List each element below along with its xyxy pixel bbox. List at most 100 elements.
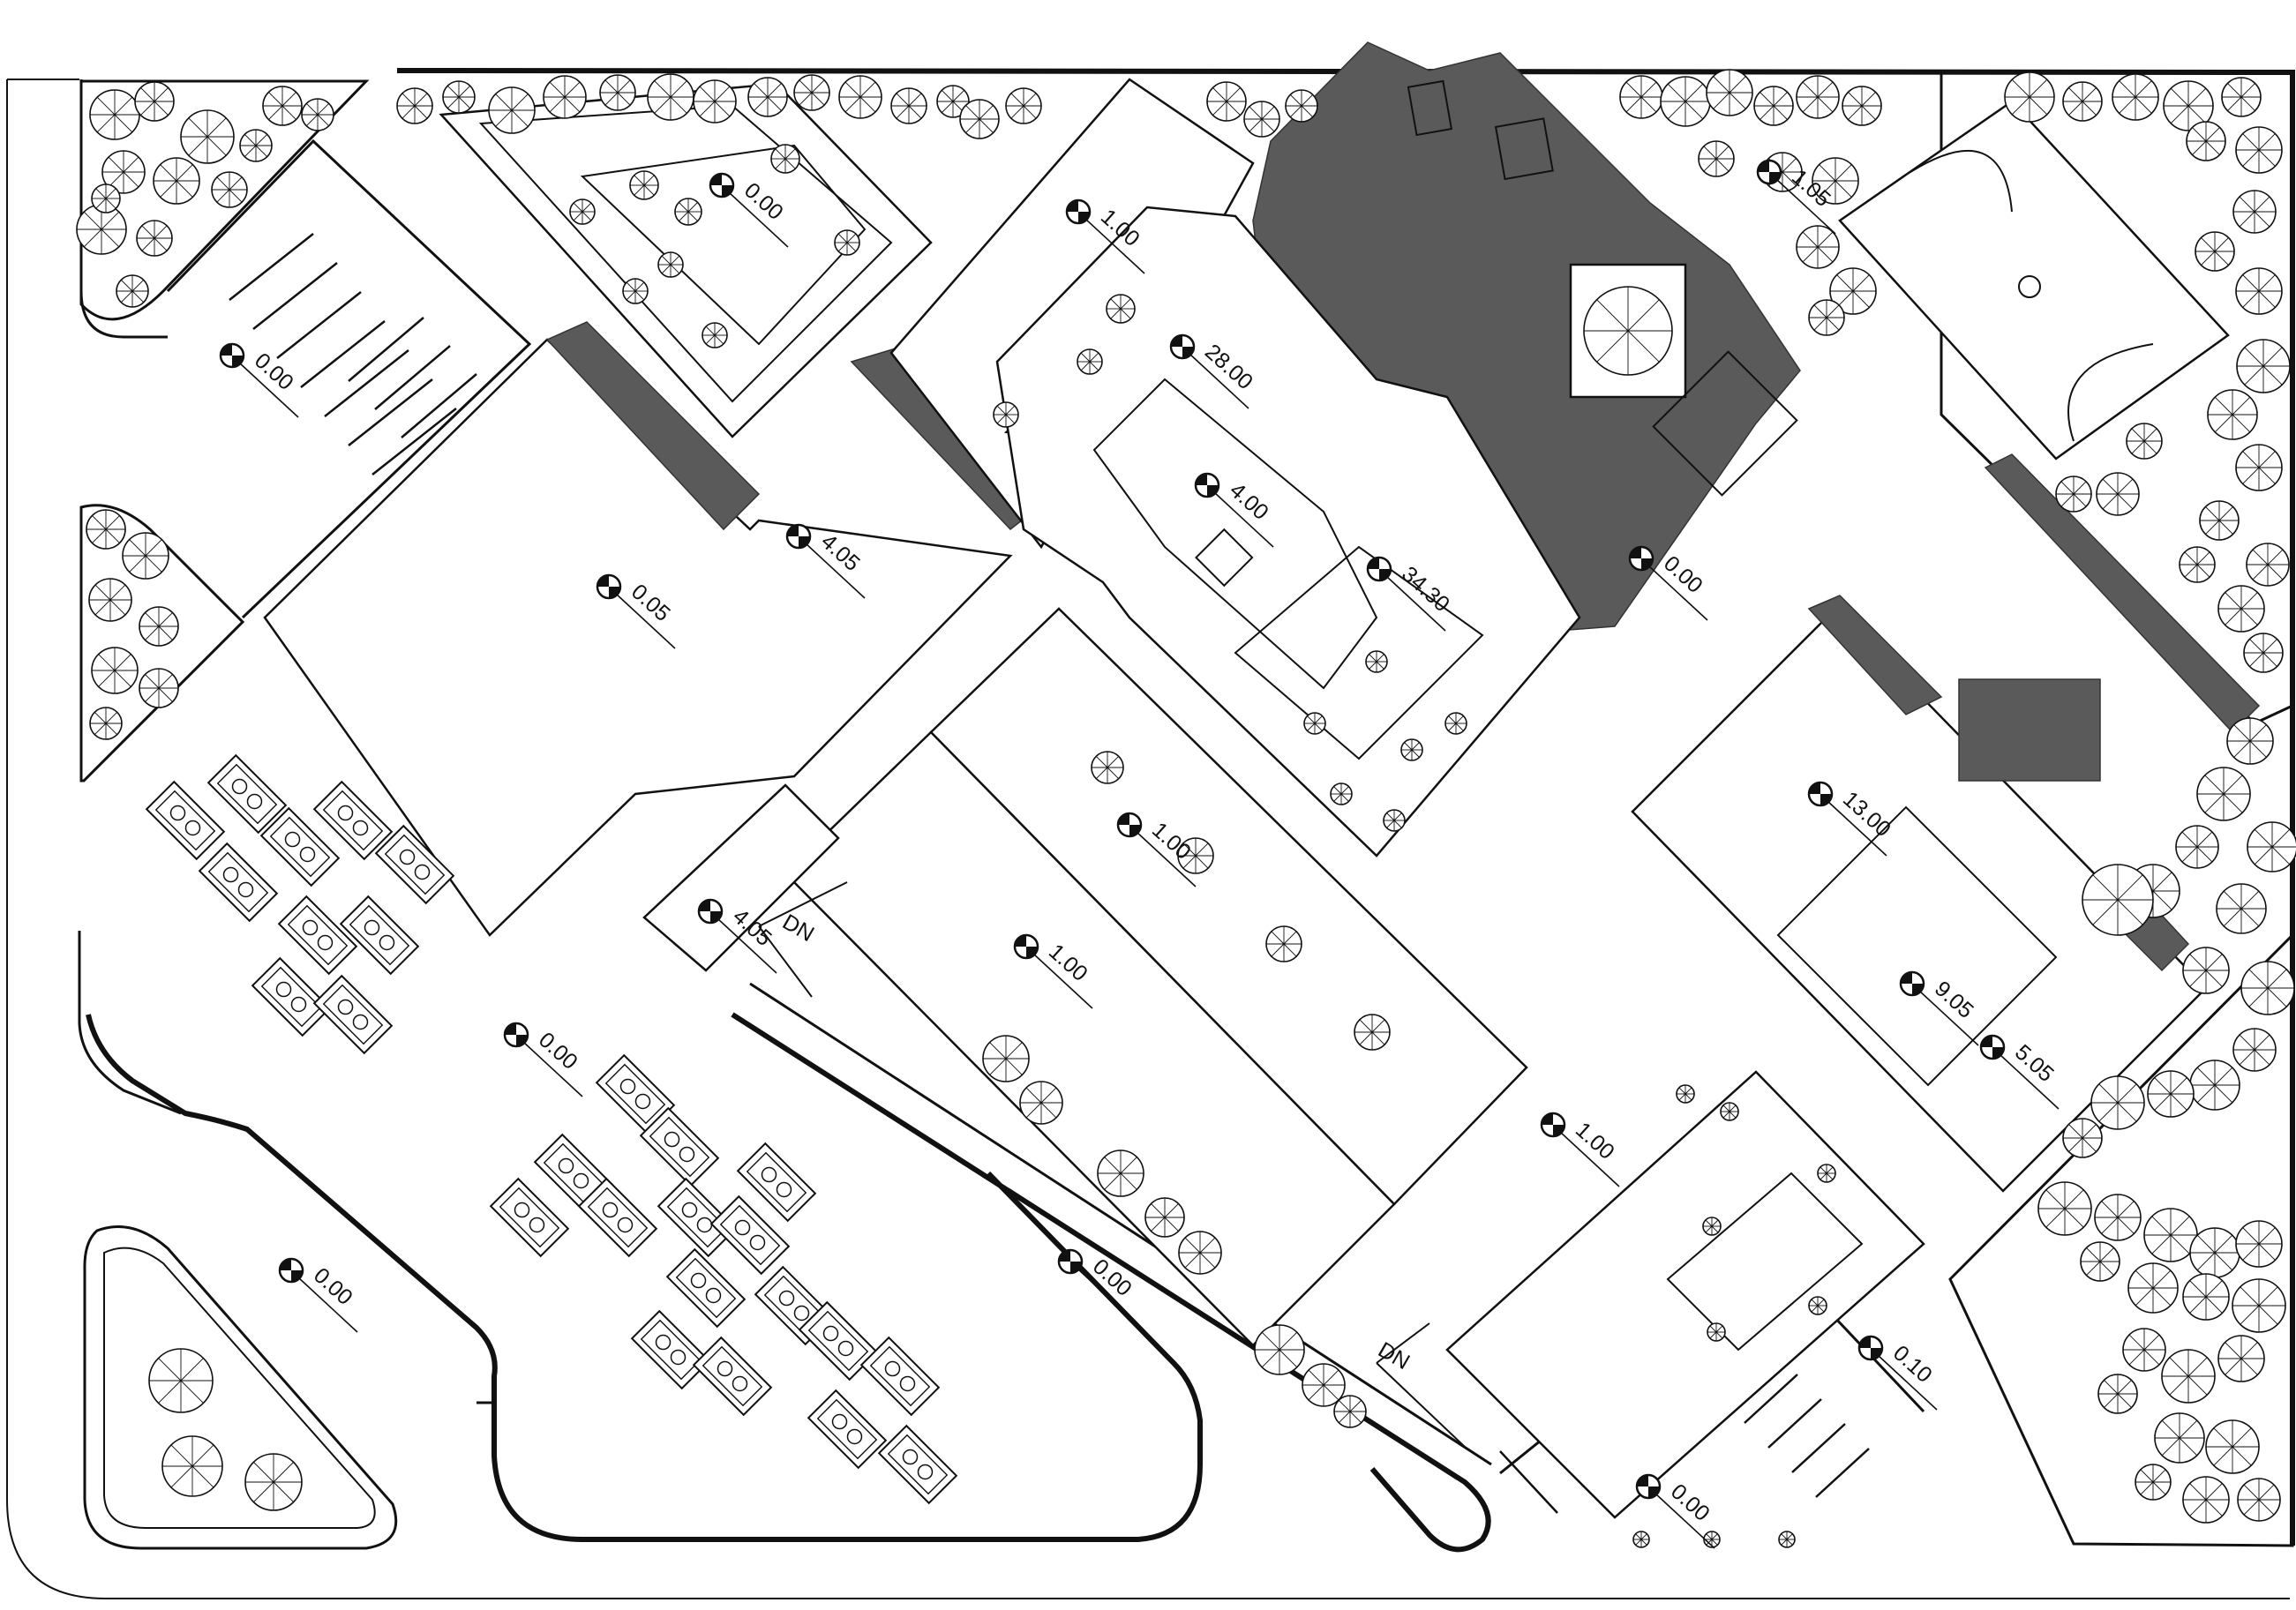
level-quadrant-icon: [1859, 1337, 1882, 1359]
tree-icon: [116, 274, 149, 308]
landscape-zone-sw-triangle: [83, 1225, 398, 1550]
tree-icon: [1778, 1531, 1796, 1548]
tree-icon: [1333, 1395, 1367, 1428]
tree-icon: [2097, 1374, 2138, 1414]
level-value: 0.00: [1666, 1479, 1714, 1526]
tree-icon: [1720, 1102, 1739, 1121]
tree-icon: [1702, 1217, 1722, 1236]
tree-icon: [2147, 1070, 2195, 1118]
tree-icon: [890, 87, 927, 124]
tree-icon: [2004, 71, 2055, 123]
tree-icon: [1808, 299, 1845, 336]
building-terraces: [995, 206, 1581, 857]
tree-icon: [993, 401, 1019, 428]
tree-icon: [2235, 267, 2283, 315]
level-value: 0.00: [1659, 551, 1707, 598]
tree-icon: [2217, 1335, 2265, 1382]
level-quadrant-icon: [1015, 935, 1038, 958]
tree-icon: [1829, 267, 1877, 315]
tree-icon: [1206, 81, 1247, 122]
level-quadrant-icon: [710, 174, 733, 197]
tree-icon: [1698, 140, 1735, 177]
parking-stall-line: [1815, 1448, 1870, 1498]
tree-icon: [134, 81, 175, 122]
tree-icon: [2195, 231, 2235, 272]
tree-icon: [1583, 286, 1673, 376]
building-south-entry: [1445, 1070, 1925, 1519]
tree-icon: [1177, 837, 1214, 874]
tree-icon: [1817, 1164, 1836, 1183]
tree-icon: [396, 87, 433, 124]
tree-icon: [2235, 126, 2283, 174]
tree-icon: [2196, 767, 2251, 821]
tree-icon: [2037, 1181, 2092, 1236]
level-marker: 0.00: [503, 1022, 583, 1097]
mass-east-pool: [1958, 678, 2101, 782]
tree-icon: [1632, 1531, 1650, 1548]
level-marker: 1.00: [1540, 1112, 1620, 1187]
level-marker: 0.00: [1057, 1248, 1137, 1324]
tree-icon: [770, 144, 800, 174]
tree-icon: [2062, 1118, 2103, 1158]
tree-icon: [139, 668, 179, 708]
tree-icon: [1330, 783, 1353, 805]
stair-label: DN: [1374, 1337, 1414, 1374]
tree-icon: [2235, 1220, 2283, 1268]
level-quadrant-icon: [1171, 335, 1194, 358]
tree-icon: [180, 109, 235, 164]
level-quadrant-icon: [1118, 813, 1141, 836]
level-quadrant-icon: [1809, 783, 1832, 805]
tree-icon: [2127, 1262, 2179, 1314]
parking-stall-line: [324, 349, 409, 417]
level-value: 0.00: [1088, 1254, 1137, 1301]
tree-icon: [2221, 77, 2262, 117]
tree-icon: [959, 99, 1000, 139]
parking-stall-line: [348, 378, 433, 446]
tree-icon: [2237, 1478, 2281, 1522]
tree-icon: [599, 74, 636, 111]
level-quadrant-icon: [1981, 1036, 2004, 1059]
tree-icon: [239, 129, 273, 162]
planter-box: [657, 1177, 738, 1258]
level-quadrant-icon: [1637, 1475, 1660, 1498]
tree-icon: [2247, 821, 2296, 872]
tree-icon: [1019, 1081, 1063, 1125]
tree-icon: [1808, 1296, 1827, 1315]
tree-icon: [2236, 339, 2291, 393]
parking-stall-line: [1499, 1450, 1558, 1514]
planter-box: [374, 824, 455, 905]
planter-box: [630, 1309, 711, 1390]
parking-stall-line: [1744, 1374, 1798, 1424]
tree-icon: [2179, 546, 2216, 583]
tree-icon: [2082, 864, 2154, 936]
tree-icon: [834, 229, 860, 256]
tree-icon: [747, 77, 788, 117]
tree-icon: [2096, 472, 2140, 516]
tree-icon: [2090, 1075, 2145, 1130]
tree-icon: [2216, 883, 2267, 934]
parking-stall-line: [300, 320, 386, 388]
tree-icon: [2189, 1227, 2240, 1278]
parking-stall-line: [348, 317, 424, 382]
tree-icon: [1106, 294, 1136, 324]
planter-box: [312, 974, 394, 1055]
tree-icon: [89, 707, 123, 740]
tree-icon: [982, 1035, 1030, 1082]
tree-icon: [2080, 1241, 2120, 1282]
tree-icon: [1302, 1363, 1346, 1407]
tree-icon: [1178, 1231, 1222, 1275]
tree-icon: [1444, 712, 1467, 735]
level-quadrant-icon: [221, 344, 244, 367]
tree-icon: [2126, 423, 2163, 460]
planter-box: [577, 1177, 658, 1258]
parking-stall-line: [1767, 1398, 1822, 1449]
stair-2: DN: [1374, 1322, 1466, 1448]
tree-icon: [442, 80, 476, 114]
parking-stall-line: [229, 233, 314, 301]
level-quadrant-icon: [1196, 474, 1219, 497]
tree-icon: [2182, 1273, 2230, 1321]
level-marker: 0.00: [219, 342, 299, 418]
tree-icon: [1243, 101, 1280, 138]
tree-icon: [161, 1435, 223, 1497]
